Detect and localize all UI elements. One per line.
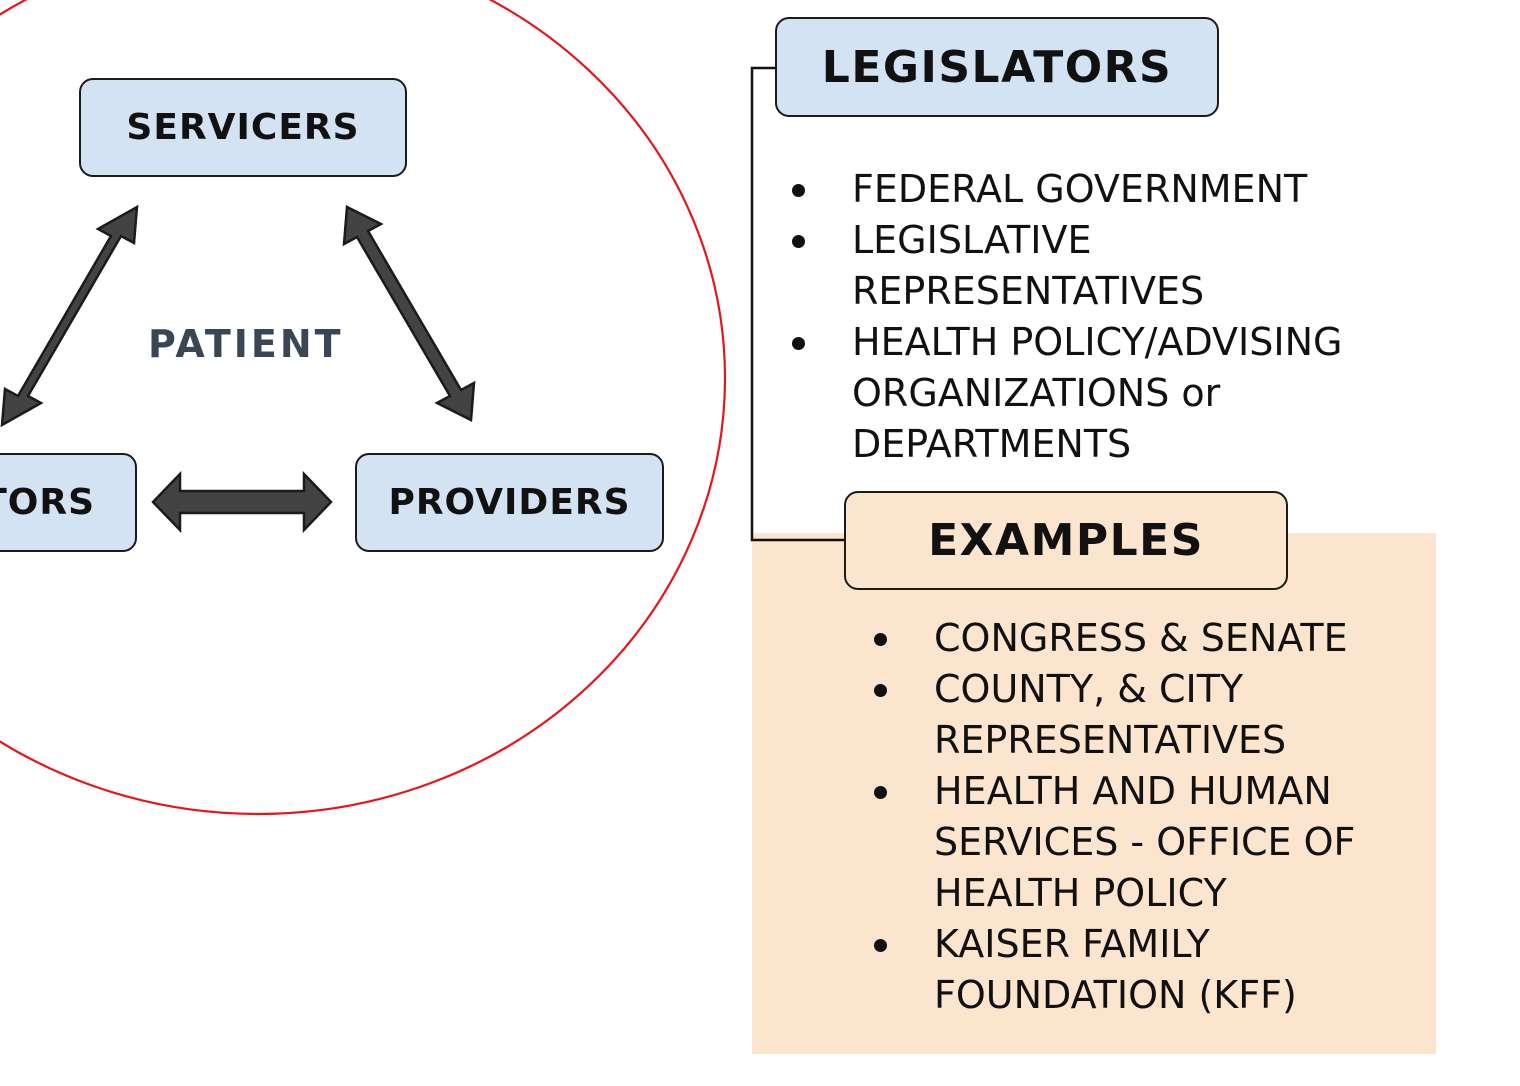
list-item-text: COUNTY, & CITY REPRESENTATIVES — [934, 667, 1287, 762]
patient-circle — [0, 0, 726, 815]
legislators-list: FEDERAL GOVERNMENT LEGISLATIVE REPRESENT… — [790, 164, 1490, 470]
providers-label: PROVIDERS — [388, 482, 631, 523]
bullet-icon — [792, 337, 805, 350]
list-item: LEGISLATIVE REPRESENTATIVES — [790, 215, 1252, 317]
list-item-text: KAISER FAMILY FOUNDATION (KFF) — [934, 922, 1297, 1017]
examples-panel — [752, 533, 1436, 1054]
list-item: FEDERAL GOVERNMENT — [790, 164, 1490, 215]
list-item: KAISER FAMILY FOUNDATION (KFF) — [872, 919, 1394, 1021]
bullet-icon — [874, 684, 887, 697]
legislators-connector — [750, 66, 848, 542]
examples-header: EXAMPLES — [844, 491, 1288, 590]
left-node-partial: TORS — [0, 453, 137, 552]
list-item-text: CONGRESS & SENATE — [934, 616, 1348, 660]
double-arrow-servicers-left-icon — [0, 204, 139, 428]
bullet-icon — [792, 235, 805, 248]
left-node-label: TORS — [0, 482, 95, 523]
double-arrow-servicers-providers-icon — [342, 205, 476, 422]
servicers-node: SERVICERS — [79, 78, 407, 177]
bullet-icon — [792, 184, 805, 197]
list-item: HEALTH POLICY/ADVISING ORGANIZATIONS or … — [790, 317, 1492, 470]
list-item-text: FEDERAL GOVERNMENT — [852, 167, 1308, 211]
servicers-label: SERVICERS — [126, 107, 360, 148]
list-item: CONGRESS & SENATE — [872, 613, 1432, 664]
bullet-icon — [874, 633, 887, 646]
examples-list: CONGRESS & SENATE COUNTY, & CITY REPRESE… — [872, 613, 1432, 1021]
patient-label: PATIENT — [148, 322, 344, 366]
list-item-text: LEGISLATIVE REPRESENTATIVES — [852, 218, 1205, 313]
legislators-title: LEGISLATORS — [821, 41, 1173, 93]
list-item: HEALTH AND HUMAN SERVICES - OFFICE OF HE… — [872, 766, 1434, 919]
examples-title: EXAMPLES — [928, 515, 1204, 566]
list-item-text: HEALTH POLICY/ADVISING ORGANIZATIONS or … — [852, 320, 1343, 466]
legislators-header: LEGISLATORS — [775, 17, 1219, 117]
list-item-text: HEALTH AND HUMAN SERVICES - OFFICE OF HE… — [934, 769, 1356, 915]
double-arrow-left-providers-icon — [151, 470, 333, 534]
providers-node: PROVIDERS — [355, 453, 664, 552]
list-item: COUNTY, & CITY REPRESENTATIVES — [872, 664, 1374, 766]
bullet-icon — [874, 939, 887, 952]
bullet-icon — [874, 786, 887, 799]
